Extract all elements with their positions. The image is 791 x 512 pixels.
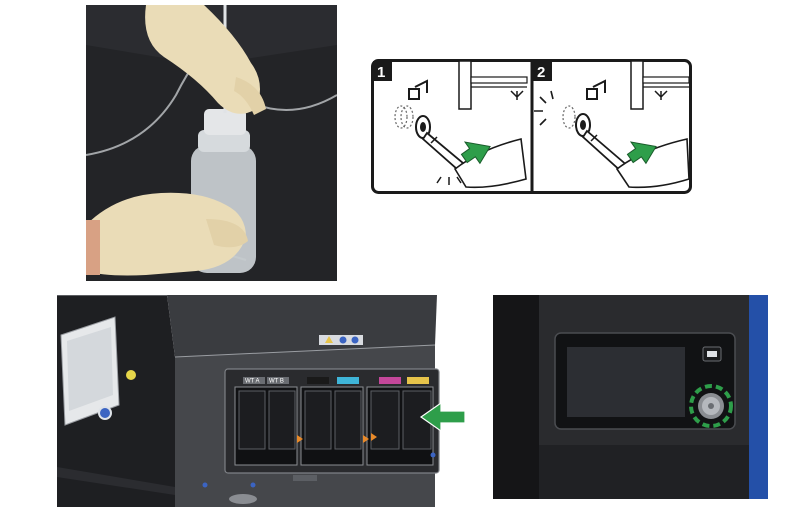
control-panel-image bbox=[493, 295, 768, 499]
step-number: 1 bbox=[377, 64, 385, 81]
step-number: 2 bbox=[537, 64, 545, 81]
connector-diagram: 1 2 bbox=[371, 59, 692, 194]
connector bbox=[562, 105, 631, 175]
rotate-icon bbox=[408, 79, 428, 100]
step-1-panel: 1 bbox=[373, 60, 528, 189]
printer-cartridge-view: WT A WT B bbox=[57, 295, 481, 507]
step-2-panel: 2 bbox=[533, 60, 690, 189]
dashed-circle-highlight-icon bbox=[689, 384, 733, 428]
slot-label: WT B bbox=[269, 379, 284, 385]
green-arrow-icon bbox=[460, 141, 491, 165]
green-arrow-icon bbox=[626, 141, 657, 165]
slot-label: WT A bbox=[245, 379, 260, 385]
slot-label-strip: WT A WT B bbox=[243, 377, 429, 385]
cartridge-slots bbox=[234, 386, 434, 466]
dial-button bbox=[698, 393, 724, 419]
gloved-hands bbox=[86, 5, 266, 276]
green-arrow-icon bbox=[419, 401, 466, 433]
bottle-photo-image bbox=[86, 5, 337, 281]
printer-cartridge-image: WT A WT B bbox=[57, 295, 466, 507]
printer-screen bbox=[60, 316, 136, 426]
control-panel-photo bbox=[493, 295, 768, 499]
rotate-icon bbox=[586, 79, 606, 100]
connector-diagram-image: 1 2 bbox=[371, 59, 692, 194]
warning-labels bbox=[319, 335, 363, 345]
bottle-photo bbox=[86, 5, 337, 281]
